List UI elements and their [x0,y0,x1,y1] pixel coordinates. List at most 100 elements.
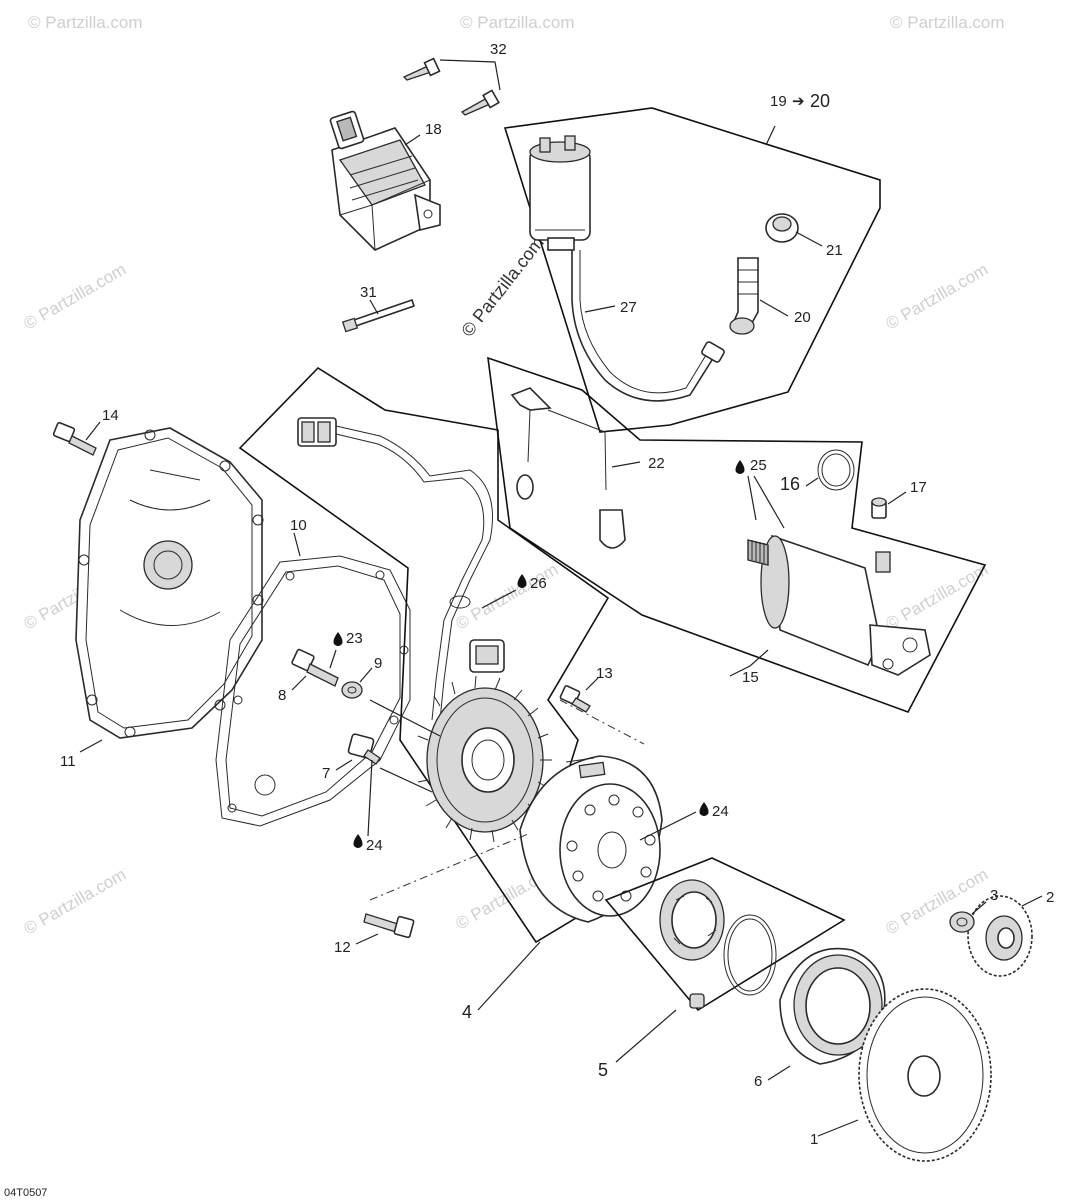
label-13: 13 [596,665,613,682]
label-21: 21 [826,242,843,259]
leader-31 [369,299,379,315]
ignition-coil-kit-outline [503,107,881,433]
leader-11 [79,739,103,753]
drop-icon-24a [353,834,363,848]
leader-14 [85,421,101,441]
watermark: © Partzilla.com [883,560,992,634]
leader-2 [1021,895,1043,907]
starter-clutch-kit-outline [604,857,846,1012]
rivet-part-32 [402,57,500,116]
label-24-a: 24 [366,837,383,854]
label-32: 32 [490,41,507,58]
module-part-18 [329,110,441,251]
leader-stator [369,699,441,793]
label-20-kit: 20 [810,91,830,111]
watermark: © Partzilla.com [890,13,1005,32]
label-12: 12 [334,939,351,956]
label-7: 7 [322,765,330,782]
label-1: 1 [810,1131,818,1148]
label-27: 27 [620,299,637,316]
label-23: 23 [346,630,363,647]
leader-13 [585,677,599,691]
label-6: 6 [754,1073,762,1090]
leader-5 [615,1009,677,1063]
label-3: 3 [990,887,998,904]
label-18: 18 [425,121,442,138]
drop-icon-25 [735,460,745,474]
arrow-icon: ➔ [792,93,805,110]
leader-12 [355,933,379,945]
ignition-coil [529,135,591,251]
leader-19-20 [765,125,776,146]
drop-icon-26 [517,574,527,588]
label-26: 26 [530,575,547,592]
bolt-part-7 [347,733,381,765]
label-17: 17 [910,479,927,496]
label-31: 31 [360,284,377,301]
stator-harness [297,417,505,721]
label-24-b: 24 [712,803,729,820]
drop-icon-23 [333,632,343,646]
leader-24b [639,811,697,841]
leader-25 [747,475,785,529]
spring-ring [723,914,777,996]
clutch-roller [689,993,705,1009]
label-11: 11 [60,753,76,770]
leader-1 [817,1119,859,1137]
ground-cable-part-22 [510,387,626,549]
starter-motor [747,534,931,676]
leader-15 [729,649,769,677]
leader-6 [767,1065,791,1081]
watermark-center: © Partzilla.com [457,233,547,341]
watermark: © Partzilla.com [883,260,992,334]
label-25: 25 [750,457,767,474]
label-14: 14 [102,407,119,424]
leader-18 [404,134,421,146]
stator [417,675,552,843]
leader-16 [805,477,819,487]
label-20: 20 [794,309,811,326]
cable-tie-part-31 [341,298,416,333]
ring-gear-part-1 [858,988,992,1162]
bolt-part-14 [52,421,97,456]
bolt-part-13 [559,685,591,713]
leader-32 [439,59,501,91]
bolt-part-17 [871,497,887,519]
label-15: 15 [742,669,759,686]
one-way-clutch [659,879,725,961]
leader-27 [584,305,616,313]
magneto-cover-part-11 [75,427,264,739]
leader-17 [887,491,907,505]
rotor-flywheel [519,755,663,923]
label-8: 8 [278,687,286,704]
spark-plug-cap-part-20 [729,257,759,335]
washer-part-9 [341,681,363,699]
o-ring-part-16 [817,449,855,491]
watermark: © Partzilla.com [460,13,575,32]
kit-label-19-20: 19 ➔ 20 [770,91,830,111]
watermark: © Partzilla.com [21,260,130,334]
leader-4 [477,941,541,1011]
label-4: 4 [462,1002,472,1022]
label-22: 22 [648,455,665,472]
leader-22 [611,461,641,468]
bolt-part-8 [291,648,339,687]
cap-part-21 [765,213,799,243]
leader-24a [367,759,373,837]
leader-23 [329,649,337,669]
label-2: 2 [1046,889,1054,906]
leader-3 [971,901,987,915]
watermark: © Partzilla.com [21,865,130,939]
leader-10 [293,532,301,557]
watermark: © Partzilla.com [28,13,143,32]
leader-20 [759,299,789,317]
leader-8 [291,675,307,691]
bushing-part-3 [949,911,975,933]
cable-end [701,341,725,363]
label-5: 5 [598,1060,608,1080]
label-9: 9 [374,655,382,672]
bolt-part-12 [363,913,415,939]
label-19: 19 [770,93,787,110]
starter-kit-outline [487,356,987,713]
label-16: 16 [780,474,800,494]
